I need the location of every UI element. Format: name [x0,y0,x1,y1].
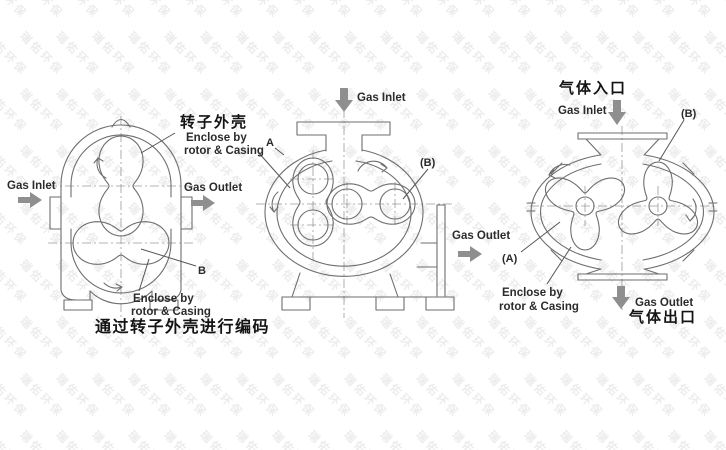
middle-right-rotor [326,183,416,225]
point-a-label: A [266,137,274,149]
point-a-label: (A) [502,253,518,265]
gas-inlet-arrow-icon [608,100,626,125]
gas-outlet-arrow-icon [191,195,215,211]
leader-enclose-bottom [138,258,150,292]
right-right-rotor [617,161,699,235]
point-b-label: (B) [420,157,436,169]
middle-left-rotor [292,157,334,247]
enclose-bottom-line2: rotor & Casing [131,306,211,318]
rotation-arrow-icon [93,157,107,179]
left-top-rotor [98,135,144,237]
leader-point-b [402,168,429,200]
leader-enclose [546,246,572,285]
rotor-casing-title-cn: 转子外壳 [180,113,248,131]
gas-outlet-label: Gas Outlet [452,230,510,242]
left-diagram: 转子外壳 Enclose by rotor & Casing Gas Inlet… [7,113,291,336]
gas-outlet-title-cn: 气体出口 [628,308,697,326]
gas-inlet-label: Gas Inlet [357,92,406,104]
point-b-label: (B) [681,108,697,120]
right-centerlines [530,126,714,310]
middle-casing [264,121,455,311]
gas-inlet-arrow-icon [335,88,353,112]
gas-inlet-arrow-icon [18,192,42,208]
left-centerlines [48,116,194,332]
enclose-label-line2: rotor & Casing [499,301,579,313]
left-bottom-rotor [72,221,170,265]
gas-outlet-arrow-icon [458,246,482,262]
middle-rotor-hubs [297,163,411,241]
leader-point-a [520,221,561,253]
gas-inlet-title-cn: 气体入口 [558,79,627,97]
rotation-arrow-icon [357,160,388,173]
leader-casing-to-middle [257,151,291,189]
leader-point-a [274,147,285,156]
gas-inlet-label: Gas Inlet [558,105,607,117]
gas-inlet-label: Gas Inlet [7,180,56,192]
leader-title-to-rotor [140,132,176,154]
right-rotor-shafts [575,196,668,216]
leader-point-b [140,248,197,267]
gas-outlet-arrow-icon [612,286,630,309]
enclose-label-line1: Enclose by [186,132,247,144]
rotation-arrow-icon [685,198,697,222]
gas-outlet-label: Gas Outlet [184,182,242,194]
leader-point-b [658,119,685,162]
rotation-arrow-icon [548,163,571,179]
right-diagram: 气体入口 Gas Inlet (B) (A) Enclose by rotor … [499,79,718,326]
caption-cn: 通过转子外壳进行编码 [95,317,270,336]
gas-outlet-label: Gas Outlet [635,297,693,309]
rotation-arrow-icon [103,282,123,292]
point-b-label: B [198,265,206,277]
middle-diagram: Gas Inlet A (B) Gas Outlet [256,88,510,318]
rotation-arrow-icon [269,191,279,213]
right-casing [526,132,718,281]
enclose-label-line2: rotor & Casing [184,145,264,157]
enclose-bottom-line1: Enclose by [133,293,194,305]
middle-centerlines [256,92,455,318]
enclose-label-line1: Enclose by [502,287,563,299]
right-left-rotor [544,177,626,251]
left-casing [49,118,193,311]
